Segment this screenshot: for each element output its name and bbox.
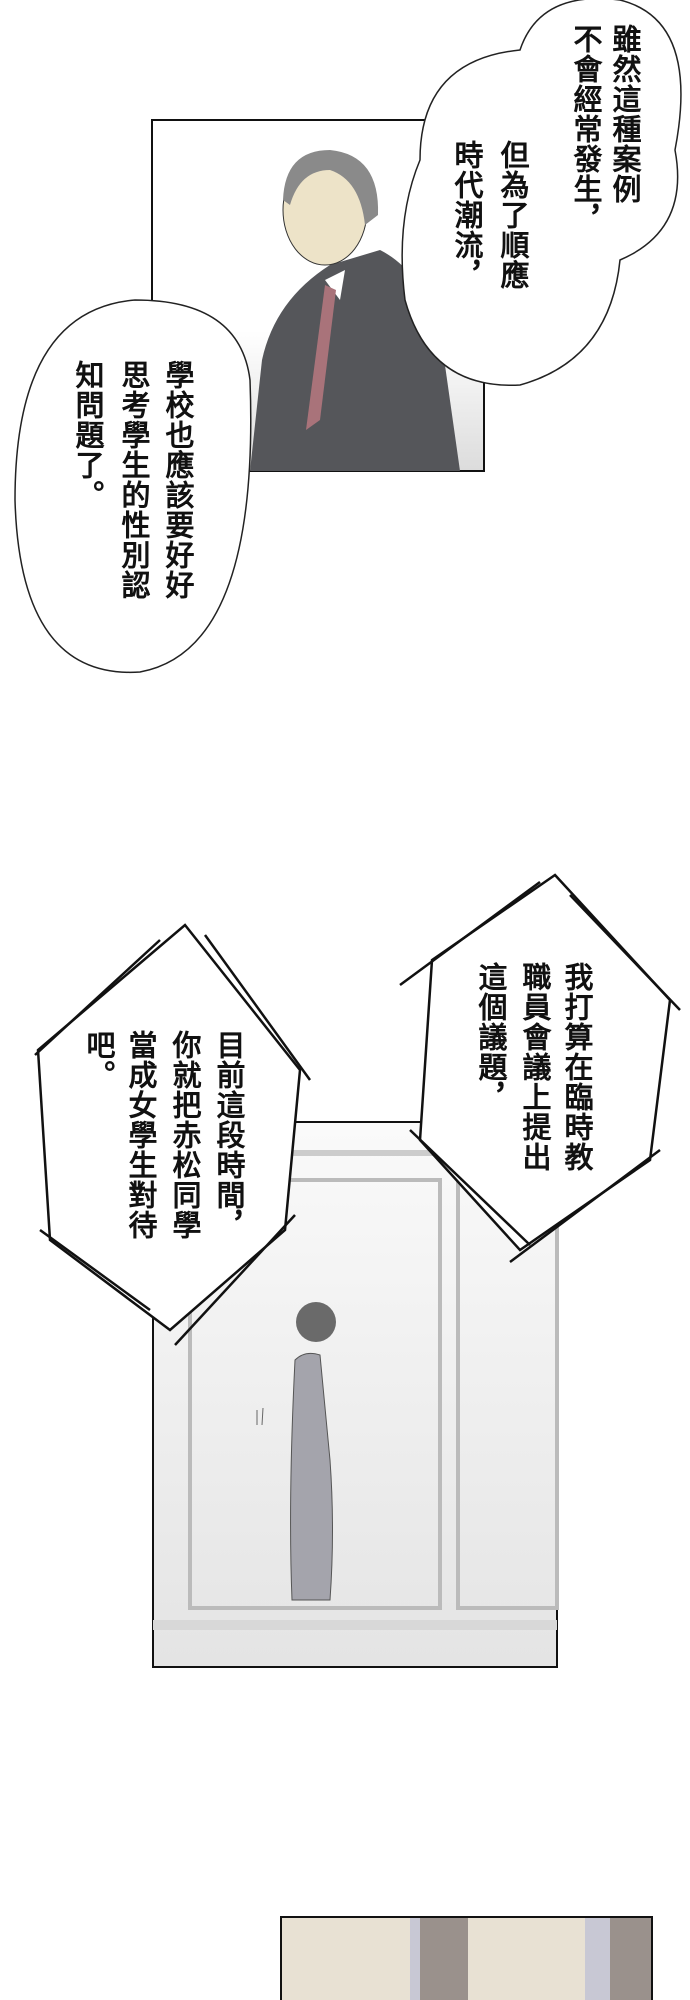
dialogue-line: 吧。 (82, 1030, 116, 1090)
dialogue-line: 目前這段時間， (212, 1030, 246, 1240)
tie (306, 285, 336, 430)
dialogue-line: 時代潮流， (450, 140, 484, 290)
speech-bubble-top (401, 0, 682, 386)
speech-bubble-hex-right (399, 873, 681, 1264)
dialogue-line: 思考學生的性別認 (117, 360, 151, 600)
dialogue-line: 知問題了。 (71, 360, 105, 510)
dialogue-line: 雖然這種案例 (608, 24, 642, 204)
dialogue-line: 職員會議上提出 (518, 962, 552, 1172)
dialogue-line: 我打算在臨時教 (560, 962, 594, 1172)
panel-bottom (280, 1916, 653, 2000)
hair (283, 150, 379, 225)
speech-bubble-hex-left (34, 923, 312, 1346)
dialogue-line: 這個議題， (474, 962, 508, 1112)
dialogue-line: 不會經常發生， (569, 24, 603, 234)
speech-bubble-left (14, 299, 252, 674)
dialogue-line: 你就把赤松同學 (168, 1030, 202, 1240)
dialogue-line: 當成女學生對待 (124, 1030, 158, 1240)
dialogue-line: 但為了順應 (496, 140, 530, 290)
student-figure (290, 1352, 333, 1601)
dialogue-line: 學校也應該要好好 (161, 360, 195, 600)
